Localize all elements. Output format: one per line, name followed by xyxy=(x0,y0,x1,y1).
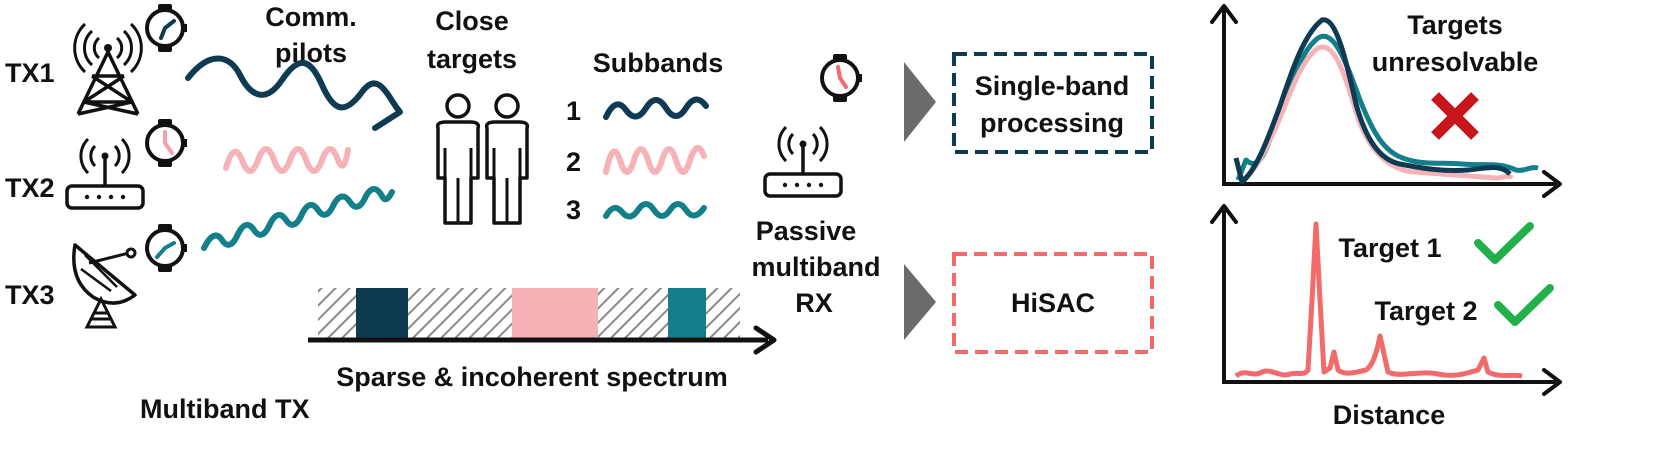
receiver-line3: RX xyxy=(795,288,833,318)
watch-hand xyxy=(155,241,176,259)
arrow-to-single-band xyxy=(904,62,936,142)
targets-title-line1: Close xyxy=(435,6,509,36)
spectrum-axis xyxy=(308,325,777,355)
subband-wave-3 xyxy=(603,201,707,220)
subbands-title: Subbands xyxy=(593,48,724,78)
subband-wave-1 xyxy=(603,96,709,120)
watch-hand xyxy=(159,19,176,40)
top-curve-dark xyxy=(1233,17,1512,185)
single-band-line1: Single-band xyxy=(975,71,1130,101)
multiband-tx-caption: Multiband TX xyxy=(140,394,309,424)
subband-label-2: 2 xyxy=(566,147,581,177)
watch-hand xyxy=(836,65,848,89)
spectrum-subband-3 xyxy=(668,288,706,338)
watch-icon xyxy=(820,52,864,104)
pilot-wave-1 xyxy=(185,55,403,131)
spectrum-subband-1 xyxy=(356,288,408,338)
pilots-title-line1: Comm. xyxy=(265,2,357,32)
watch-icon xyxy=(145,2,189,54)
target1-label: Target 1 xyxy=(1338,233,1441,263)
tx2-label: TX2 xyxy=(5,173,55,203)
top-plot-axes xyxy=(1210,4,1562,198)
single-band-box xyxy=(952,52,1154,154)
tx3-label: TX3 xyxy=(5,280,55,310)
checkmark-icon xyxy=(1474,222,1534,264)
cross-icon xyxy=(1431,92,1479,140)
targets-title-line2: targets xyxy=(427,44,517,74)
watch-icon xyxy=(145,222,189,274)
target2-label: Target 2 xyxy=(1374,296,1477,326)
hisac-label: HiSAC xyxy=(1011,288,1095,318)
tx1-label: TX1 xyxy=(5,58,55,88)
top-title-line2: unresolvable xyxy=(1372,47,1539,77)
router-icon xyxy=(65,137,145,210)
hisac-box xyxy=(952,252,1154,354)
checkmark-icon xyxy=(1494,284,1554,326)
pilot-wave-2 xyxy=(223,146,351,174)
pilots-title-line2: pilots xyxy=(275,38,347,68)
single-band-line2: processing xyxy=(980,108,1124,138)
spectrum-subband-2 xyxy=(512,288,598,338)
receiver-line2: multiband xyxy=(752,252,881,282)
subband-label-3: 3 xyxy=(566,195,581,225)
subband-label-1: 1 xyxy=(566,96,581,126)
radio-tower-icon xyxy=(73,22,143,116)
satellite-dish-icon xyxy=(72,243,137,329)
receiver-line1: Passive xyxy=(756,216,857,246)
spectrum-bar xyxy=(318,288,740,338)
watch-icon xyxy=(145,117,189,169)
top-title-line1: Targets xyxy=(1407,10,1503,40)
spectrum-caption: Sparse & incoherent spectrum xyxy=(336,362,728,392)
watch-hand xyxy=(163,130,174,155)
person-icon xyxy=(435,93,481,225)
router-icon xyxy=(763,125,843,198)
xlabel-distance: Distance xyxy=(1333,400,1446,430)
bottom-curve-hisac xyxy=(1234,221,1523,379)
person-icon xyxy=(484,93,530,225)
pilot-wave-3 xyxy=(201,186,395,251)
subband-wave-2 xyxy=(603,145,707,175)
bottom-plot-axes xyxy=(1210,204,1562,396)
arrow-to-hisac xyxy=(904,264,936,340)
